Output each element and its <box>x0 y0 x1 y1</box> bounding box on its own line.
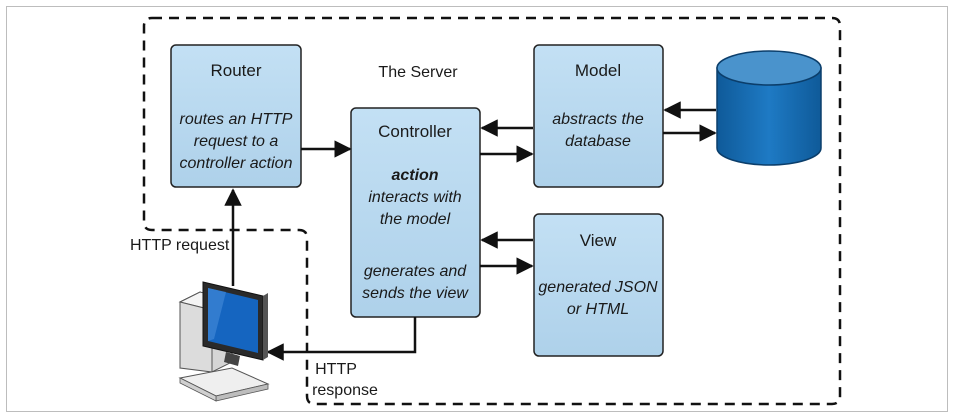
computer-icon <box>178 281 270 402</box>
controller-action: action <box>391 167 438 184</box>
view-box: View generated JSON or HTML <box>533 213 664 357</box>
controller-body-5: sends the view <box>362 285 469 302</box>
http-response-label-2: response <box>312 382 378 399</box>
arrow-response-to-client <box>266 317 417 361</box>
view-body-2: or HTML <box>567 301 629 318</box>
model-box: Model abstracts the database <box>533 44 664 188</box>
model-title: Model <box>575 61 621 80</box>
model-body-1: abstracts the <box>552 111 644 128</box>
http-request-label: HTTP request <box>130 237 230 254</box>
view-body-1: generated JSON <box>538 279 658 296</box>
database-icon <box>716 50 822 166</box>
controller-title: Controller <box>378 122 452 141</box>
controller-body-4: generates and <box>364 263 467 280</box>
server-boundary <box>142 16 842 406</box>
controller-box: Controller action interacts with the mod… <box>350 107 481 318</box>
router-body-2: request to a <box>194 133 279 150</box>
router-body-1: routes an HTTP <box>180 111 293 128</box>
model-body-2: database <box>565 133 631 150</box>
controller-body-1: interacts with <box>368 189 461 206</box>
http-response-label-1: HTTP <box>315 361 357 378</box>
router-title: Router <box>210 61 261 80</box>
controller-body-2: the model <box>380 211 451 228</box>
view-title: View <box>580 231 617 250</box>
router-body-3: controller action <box>180 155 293 172</box>
server-label: The Server <box>378 64 458 81</box>
router-box: Router routes an HTTP request to a contr… <box>170 44 302 188</box>
